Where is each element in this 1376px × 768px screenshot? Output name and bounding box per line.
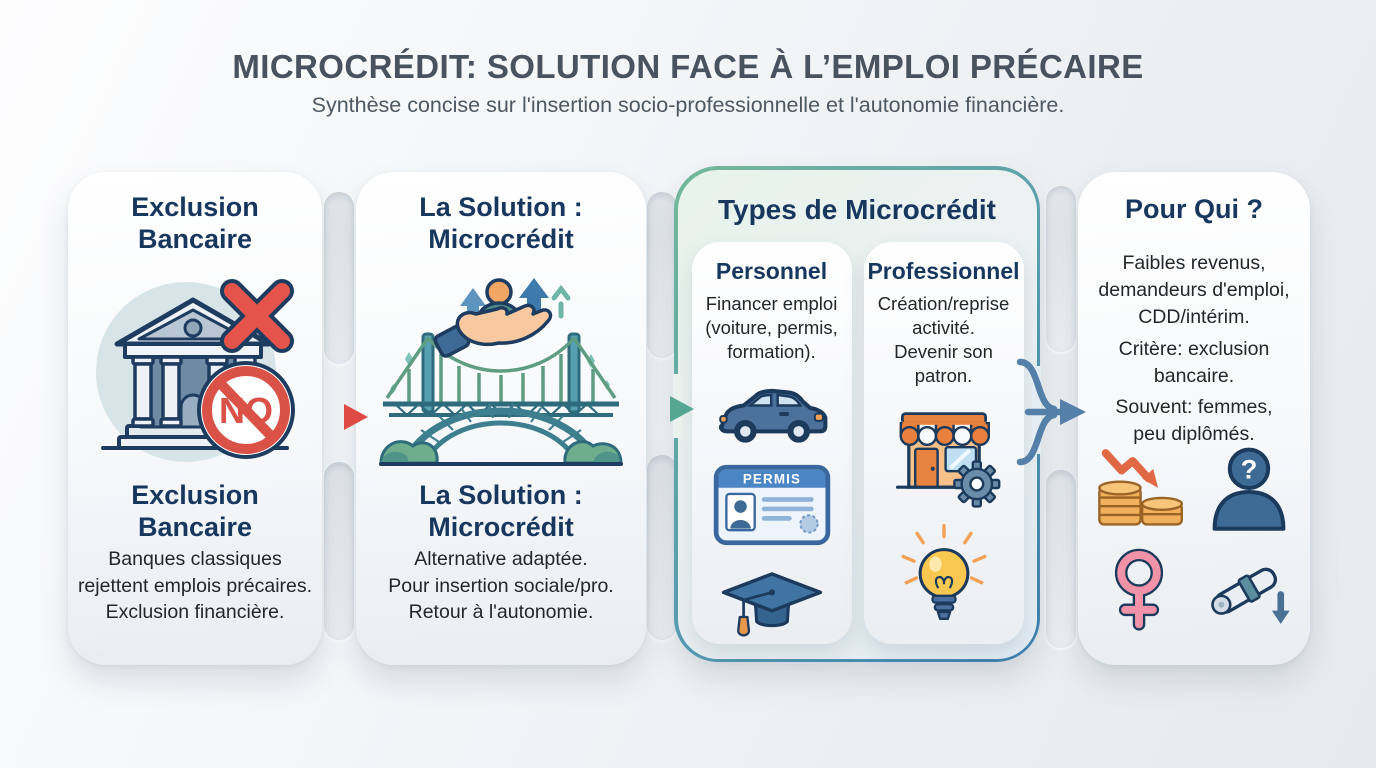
panel-pour-qui: Pour Qui ? Faibles revenus, demandeurs d…: [1078, 172, 1310, 665]
hand-icon: [433, 303, 553, 358]
connector-groove: [324, 192, 354, 364]
pour-qui-paragraph-3: Souvent: femmes, peu diplômés.: [1115, 396, 1273, 445]
red-cross-icon: [220, 279, 294, 353]
connector-groove: [647, 455, 677, 640]
flow-arrow-exclusion-to-solution: [302, 404, 368, 430]
flow-arrow-solution-to-types: [624, 396, 694, 422]
flow-arrow-types-to-pour-qui: [1016, 358, 1086, 466]
down-arrow-icon: [1271, 591, 1290, 624]
graduation-cap-icon: [721, 571, 822, 636]
panel-body-exclusion: Banques classiques rejettent emplois pré…: [77, 548, 313, 624]
page-subtitle: Synthèse concise sur l'insertion socio-p…: [311, 93, 1065, 117]
panel-heading-exclusion: Exclusion Bancaire: [131, 192, 259, 254]
pour-qui-paragraph-2: Critère: exclusion bancaire.: [1118, 338, 1270, 387]
connector-groove: [647, 192, 677, 358]
diploma-icon: [1211, 567, 1290, 624]
panel-types-microcredit: Types de Microcrédit Personnel Financer …: [673, 166, 1041, 662]
no-sign-icon: NO: [197, 361, 295, 459]
car-icon: [718, 388, 827, 443]
card-personnel: Personnel Financer emploi (voiture, perm…: [691, 241, 852, 644]
panel-solution-microcredit: La Solution : Microcrédit: [356, 172, 646, 665]
panel-exclusion-bancaire: Exclusion Bancaire: [68, 172, 322, 665]
driving-license-icon: PERMIS: [713, 464, 830, 545]
connector-groove: [1046, 470, 1076, 648]
panel-heading-pour-qui: Pour Qui ?: [1125, 194, 1263, 224]
gear-icon: [952, 459, 1000, 508]
card-personnel-body: Financer emploi (voiture, permis, format…: [705, 292, 838, 362]
no-label: NO: [219, 390, 273, 431]
page-title: MICROCRÉDIT: SOLUTION FACE À L’EMPLOI PR…: [232, 48, 1144, 85]
connector-groove: [324, 462, 354, 640]
connector-groove: [1046, 186, 1076, 352]
unknown-person-icon: ?: [1212, 447, 1286, 531]
panel-subheading-solution: La Solution : Microcrédit: [419, 480, 583, 542]
card-personnel-title: Personnel: [715, 257, 828, 284]
pour-qui-paragraph-1: Faibles revenus, demandeurs d'emploi, CD…: [1098, 252, 1290, 328]
falling-income-icon: [1098, 449, 1184, 526]
card-professionnel-body: Création/reprise activité. Devenir son p…: [877, 292, 1010, 386]
bank-exclusion-icon: NO: [96, 279, 295, 462]
types-heading: Types de Microcrédit: [717, 193, 996, 225]
panel-subheading-exclusion: Exclusion Bancaire: [131, 480, 259, 542]
panel-body-solution: Alternative adaptée. Pour insertion soci…: [388, 548, 614, 624]
storefront-icon: [895, 411, 1000, 508]
permis-label: PERMIS: [742, 471, 800, 486]
panel-heading-solution: La Solution : Microcrédit: [419, 192, 583, 254]
lightbulb-icon: [901, 523, 986, 620]
bridge-solution-icon: [379, 278, 623, 466]
card-professionnel-title: Professionnel: [867, 257, 1020, 284]
question-mark-label: ?: [1241, 453, 1258, 484]
female-symbol-icon: [1114, 548, 1164, 631]
card-professionnel: Professionnel Création/reprise activité.…: [863, 241, 1024, 644]
